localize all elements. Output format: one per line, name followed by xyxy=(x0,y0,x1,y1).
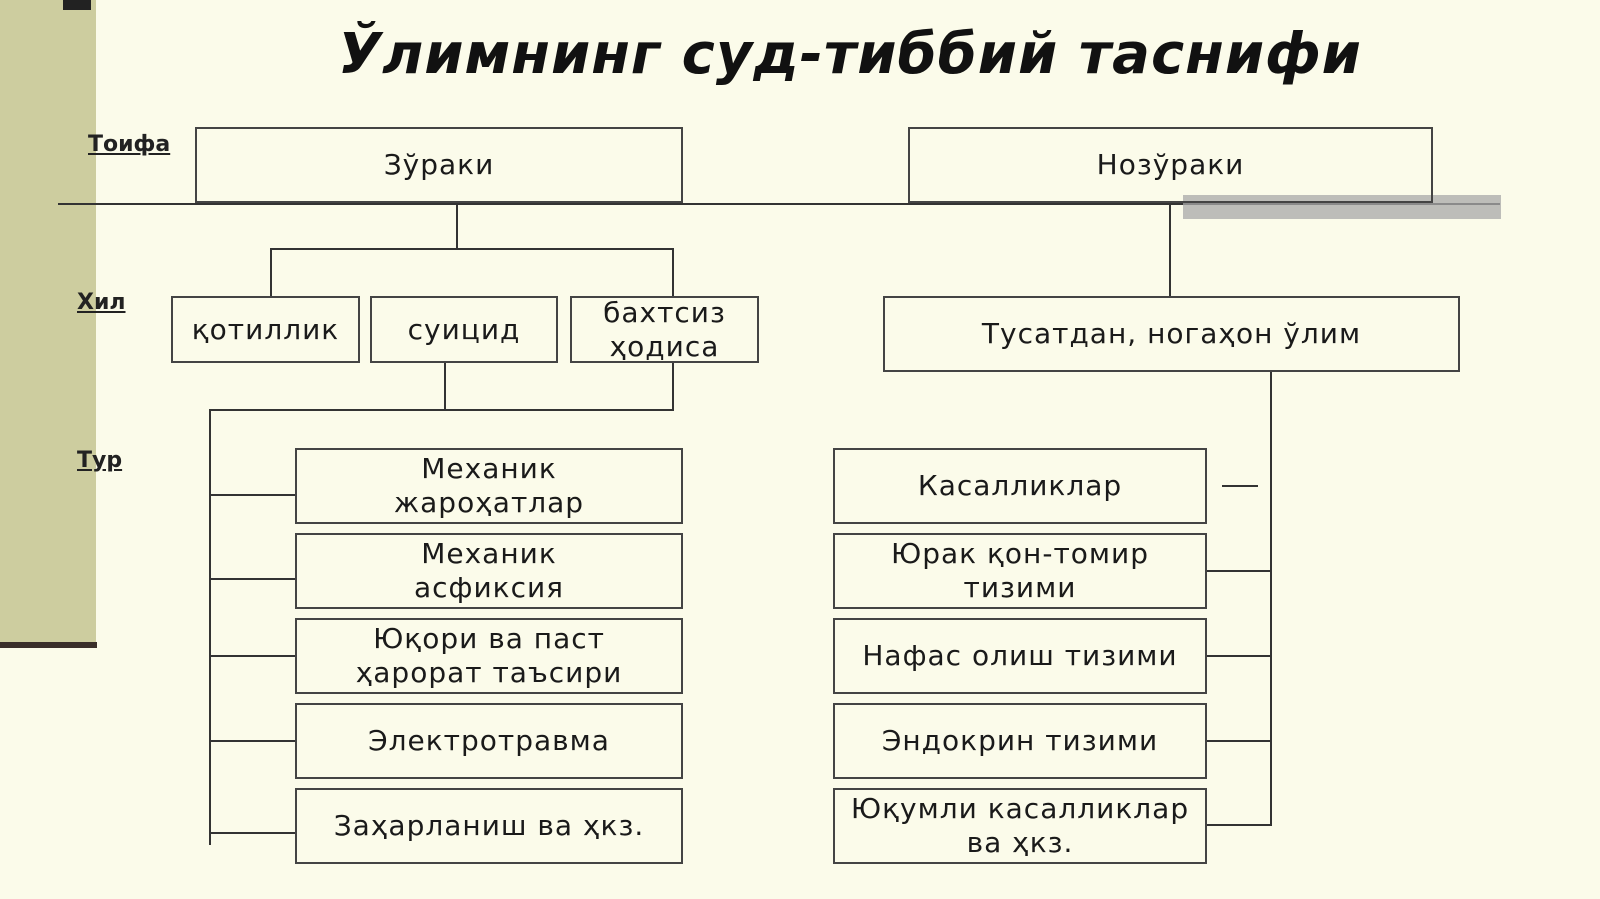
type-box-respiratory: Нафас олиш тизими xyxy=(833,618,1207,694)
connector-type-4 xyxy=(209,740,295,742)
row-label-category: Тоифа xyxy=(88,132,171,157)
type-box-mechanical-injuries: Механик жароҳатлар xyxy=(295,448,683,524)
connector-type-2 xyxy=(209,578,295,580)
kind-box-sudden-death: Тусатдан, ногаҳон ўлим xyxy=(883,296,1460,372)
category-box-nonviolent: Нозўраки xyxy=(908,127,1433,203)
category-divider-line xyxy=(58,203,1500,205)
connector-disease-2 xyxy=(1207,570,1272,572)
row-label-type: Тур xyxy=(77,448,123,473)
corner-mark xyxy=(63,0,91,10)
type-box-cardiovascular: Юрак қон-томир тизими xyxy=(833,533,1207,609)
connector-kinds-bus xyxy=(270,248,674,250)
kind-box-homicide: қотиллик xyxy=(171,296,360,363)
slide-title: Ўлимнинг суд-тиббий таснифи xyxy=(338,22,1362,87)
type-box-temperature: Юқори ва паст ҳарорат таъсири xyxy=(295,618,683,694)
connector-nonviolent-spine xyxy=(1270,371,1272,825)
kind-box-suicide: суицид xyxy=(370,296,558,363)
sidebar-underline xyxy=(0,642,97,648)
connector-types-bus xyxy=(209,409,674,411)
connector-type-1 xyxy=(209,494,295,496)
type-box-electrotrauma: Электротравма xyxy=(295,703,683,779)
category-box-violent: Зўраки xyxy=(195,127,683,203)
connector-homicide xyxy=(270,248,272,296)
connector-suicide-down xyxy=(444,362,446,410)
connector-type-5 xyxy=(209,832,295,834)
shadow-bar xyxy=(1183,195,1501,219)
connector-nonviolent-down xyxy=(1169,203,1171,297)
connector-accident xyxy=(672,248,674,296)
kind-box-accident: бахтсиз ҳодиса xyxy=(570,296,759,363)
connector-type-3 xyxy=(209,655,295,657)
sidebar-decoration xyxy=(0,0,96,646)
type-box-mechanical-asphyxia: Механик асфиксия xyxy=(295,533,683,609)
type-box-diseases: Касалликлар xyxy=(833,448,1207,524)
row-label-kind: Хил xyxy=(77,290,126,315)
type-box-infectious: Юқумли касалликлар ва ҳкз. xyxy=(833,788,1207,864)
type-box-poisoning: Заҳарланиш ва ҳкз. xyxy=(295,788,683,864)
connector-disease-4 xyxy=(1207,740,1272,742)
type-box-endocrine: Эндокрин тизими xyxy=(833,703,1207,779)
connector-disease-5 xyxy=(1207,824,1272,826)
connector-types-spine xyxy=(209,409,211,845)
connector-violent-down xyxy=(456,203,458,249)
connector-disease-1 xyxy=(1222,485,1258,487)
connector-disease-3 xyxy=(1207,655,1272,657)
connector-accident-down xyxy=(672,362,674,410)
